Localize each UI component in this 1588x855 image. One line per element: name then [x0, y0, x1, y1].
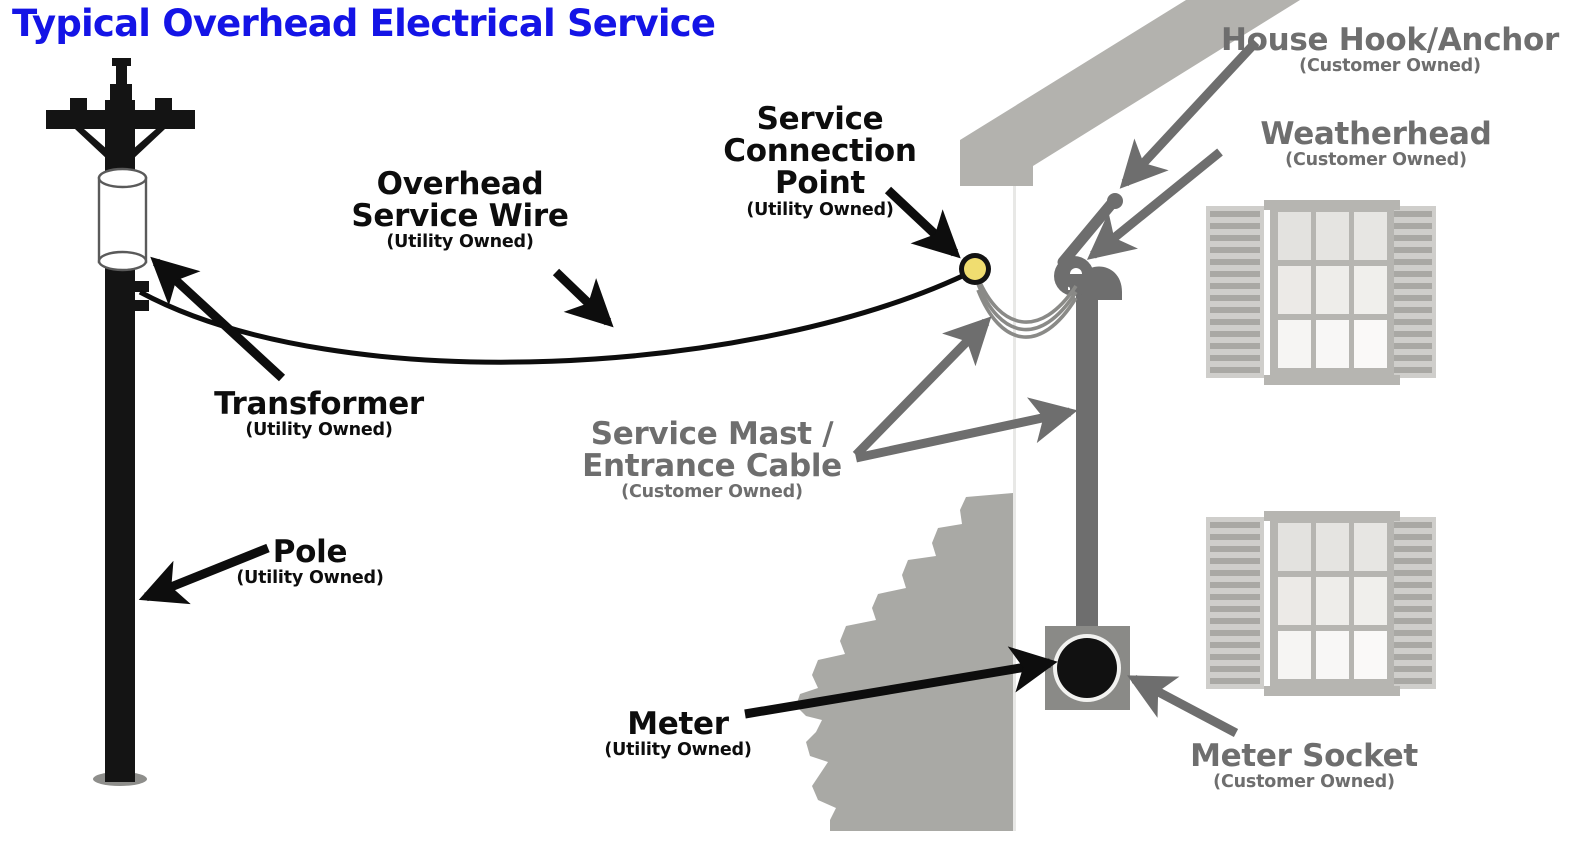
crossarm-brace-right — [132, 129, 165, 160]
house-wall-corner-line — [1013, 186, 1016, 831]
label-service-mast-line2: Entrance Cable — [582, 448, 842, 485]
overhead-service-wire — [138, 267, 977, 365]
label-service-connection-point-owner: (Utility Owned) — [746, 199, 894, 220]
arrow-weatherhead — [1086, 148, 1223, 260]
shutter-left-lower — [1206, 517, 1264, 689]
window-upper — [1206, 200, 1436, 385]
label-overhead-service-wire-owner: (Utility Owned) — [386, 232, 534, 253]
label-service-connection-point: Service Connection Point (Utility Owned) — [700, 103, 940, 219]
label-service-connection-point-line3: Point — [774, 165, 866, 202]
label-weatherhead: Weatherhead (Customer Owned) — [1230, 116, 1522, 171]
arrow-house-hook — [1119, 38, 1260, 189]
label-service-mast-line1: Service Mast / — [590, 416, 834, 452]
label-pole: Pole (Utility Owned) — [203, 534, 417, 589]
utility-pole-group — [46, 58, 195, 786]
window-lower — [1206, 511, 1436, 696]
insulator-right — [155, 98, 172, 112]
service-mast-group — [976, 256, 1130, 710]
label-service-mast-entrance-cable: Service Mast / Entrance Cable (Customer … — [572, 418, 852, 502]
arrow-service-connection-point — [884, 186, 961, 259]
arrow-transformer — [150, 256, 286, 382]
label-pole-line1: Pole — [272, 534, 348, 570]
house-roof — [960, 0, 1300, 186]
label-meter-owner: (Utility Owned) — [604, 740, 752, 761]
label-service-mast-owner: (Customer Owned) — [621, 482, 803, 503]
transformer-can — [97, 167, 148, 272]
label-transformer-owner: (Utility Owned) — [245, 420, 393, 441]
page-title: Typical Overhead Electrical Service — [12, 2, 716, 45]
pole-lug-upper — [133, 281, 149, 292]
service-mast — [1076, 270, 1098, 640]
crossarm — [46, 110, 195, 129]
label-weatherhead-owner: (Customer Owned) — [1285, 150, 1467, 171]
label-service-connection-point-line2: Connection — [723, 133, 917, 170]
meter-disc — [1057, 638, 1117, 698]
pole-top-pin — [116, 60, 127, 88]
crossarm-brace-left — [75, 129, 108, 160]
pole-lug-lower — [133, 300, 149, 311]
shutter-left-upper — [1206, 206, 1264, 378]
arrow-meter — [744, 646, 1058, 719]
arrow-pole — [138, 543, 270, 605]
label-meter-line1: Meter — [627, 706, 729, 742]
label-meter-socket-owner: (Customer Owned) — [1213, 772, 1395, 793]
label-service-connection-point-line1: Service — [756, 101, 884, 137]
label-overhead-service-wire: Overhead Service Wire (Utility Owned) — [335, 168, 585, 252]
label-meter-socket-line1: Meter Socket — [1190, 738, 1418, 774]
label-weatherhead-line1: Weatherhead — [1260, 116, 1492, 152]
label-transformer-line1: Transformer — [214, 386, 424, 422]
label-overhead-service-wire-line1: Overhead — [376, 166, 544, 202]
service-connection-point — [959, 253, 991, 285]
label-meter-socket: Meter Socket (Customer Owned) — [1178, 738, 1430, 793]
window-panes-lower — [1278, 523, 1387, 679]
label-house-hook-anchor-line1: House Hook/Anchor — [1220, 22, 1560, 58]
label-transformer: Transformer (Utility Owned) — [193, 386, 445, 441]
label-pole-owner: (Utility Owned) — [236, 568, 384, 589]
arrow-service-mast — [855, 397, 1078, 463]
label-house-hook-anchor: House Hook/Anchor (Customer Owned) — [1194, 22, 1586, 77]
window-panes-upper — [1278, 212, 1387, 368]
insulator-left — [70, 98, 87, 112]
arrow-overhead-service-wire — [552, 268, 614, 328]
label-house-hook-anchor-owner: (Customer Owned) — [1299, 56, 1481, 77]
label-meter: Meter (Utility Owned) — [570, 706, 786, 761]
drip-loop — [976, 277, 1078, 339]
label-overhead-service-wire-line2: Service Wire — [351, 198, 569, 235]
arrow-drip-loop — [852, 316, 992, 459]
arrow-meter-socket — [1127, 675, 1239, 737]
bush-shrub — [796, 493, 1013, 831]
